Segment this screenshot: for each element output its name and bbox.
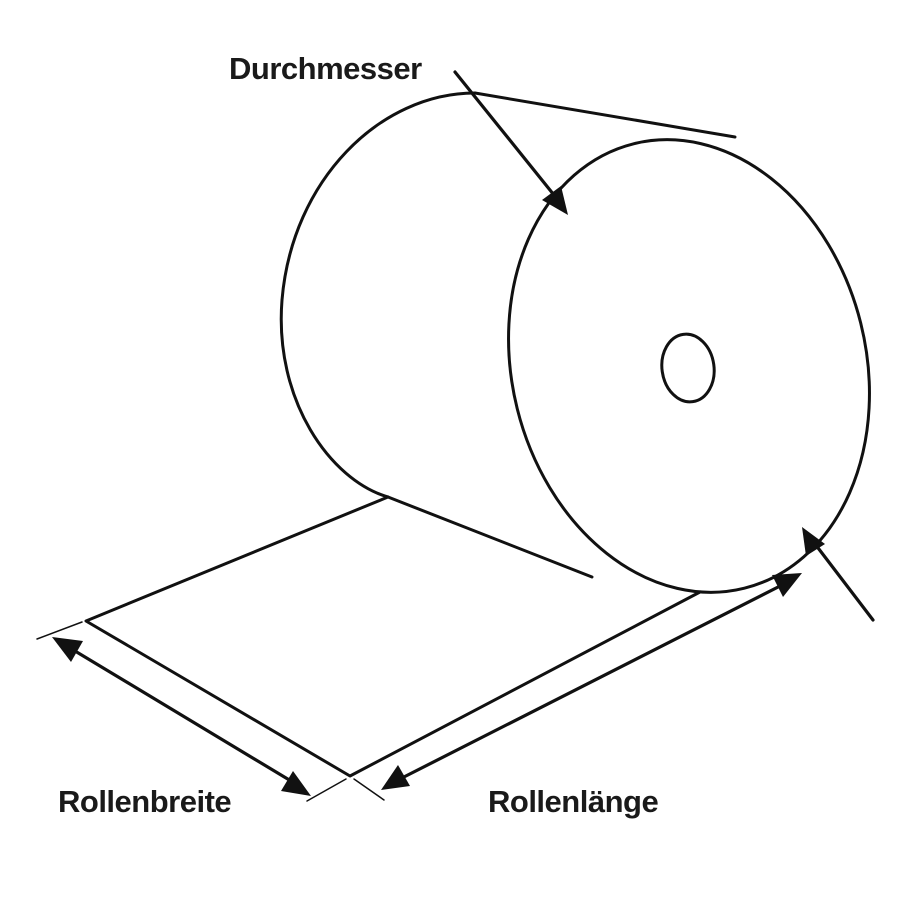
circumference-arrow-head bbox=[802, 527, 825, 556]
diameter-arrow-shaft bbox=[453, 70, 560, 202]
circumference-arrow-shaft bbox=[810, 538, 875, 622]
diameter-arrow-head bbox=[542, 186, 568, 215]
roll-top-edge bbox=[473, 91, 737, 139]
width-arrow-shaft bbox=[68, 646, 298, 786]
length-arrow-head-left bbox=[381, 765, 410, 790]
width-arrow-head-right bbox=[281, 771, 311, 796]
diameter-label: Durchmesser bbox=[229, 51, 422, 86]
roll-length-label: Rollenlänge bbox=[488, 784, 659, 819]
length-arrow-shaft bbox=[396, 582, 786, 782]
width-tick-left bbox=[36, 621, 83, 640]
roll-width-label: Rollenbreite bbox=[58, 784, 232, 819]
unrolled-sheet bbox=[84, 495, 702, 778]
length-tick-left bbox=[353, 778, 385, 801]
roll-core-hole bbox=[660, 332, 716, 404]
length-arrow-head-right bbox=[772, 573, 802, 597]
roll-back-end bbox=[279, 91, 477, 499]
width-arrow-head-left bbox=[52, 637, 83, 662]
width-tick-right bbox=[306, 778, 347, 802]
roll-bottom-edge bbox=[386, 495, 594, 579]
roll-front-face bbox=[507, 138, 871, 594]
